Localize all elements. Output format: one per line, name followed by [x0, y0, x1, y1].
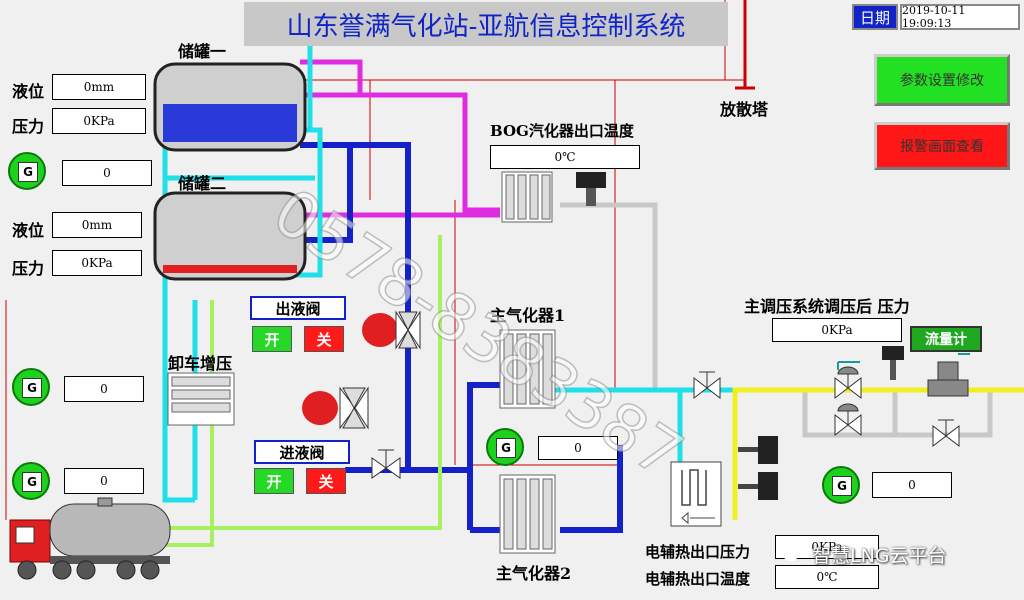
- inlet-motor-valve: [302, 386, 369, 430]
- outlet-valve-open-button[interactable]: 开: [252, 326, 292, 352]
- manual-valve-icon: [371, 449, 401, 479]
- heater-pressure-display: 0KPa: [775, 535, 879, 559]
- tank2-pressure-label: 压力: [12, 259, 45, 278]
- regulator-pressure-label: 主调压系统调压后 压力: [744, 297, 910, 316]
- heater-temp-label: 电辅热出口温度: [645, 570, 751, 588]
- tank1-pressure-label: 压力: [12, 117, 45, 136]
- storage-tank-2: [153, 191, 307, 281]
- tank2-level-display: 0mm: [52, 212, 142, 238]
- pressure-transmitter-icon: [882, 346, 904, 380]
- main-vaporizer-2: [499, 474, 556, 554]
- manual-valve-icon: [932, 419, 960, 448]
- unload-booster: [167, 372, 235, 426]
- datetime-display: 2019-10-11 19:09:13: [900, 4, 1020, 30]
- gas-detector-icon: G: [8, 152, 46, 190]
- inlet-valve-close-button[interactable]: 关: [306, 468, 346, 494]
- outlet-valve-close-button[interactable]: 关: [304, 326, 344, 352]
- tank1-level-label: 液位: [12, 82, 45, 101]
- alarm-view-button[interactable]: 报警画面查看: [874, 122, 1010, 170]
- storage-tank-1: [153, 62, 307, 152]
- param-settings-button[interactable]: 参数设置修改: [874, 54, 1010, 106]
- heater-temp-display: 0℃: [775, 565, 879, 589]
- regulator-valve-icon: [834, 361, 862, 400]
- regulator-valve-icon: [834, 403, 862, 437]
- wechat-logo-icon: ●: [782, 540, 800, 564]
- truck-gas-display: 0: [64, 468, 144, 494]
- manual-valve-icon: [693, 371, 721, 400]
- tank1-pressure-display: 0KPa: [52, 108, 146, 134]
- bog-vaporizer: [501, 171, 553, 223]
- tank1-name: 储罐一: [178, 42, 227, 61]
- downstream-gas-display: 0: [872, 472, 952, 498]
- unload-booster-label: 卸车增压: [168, 354, 233, 373]
- electric-heater: [670, 461, 722, 527]
- main-vaporizer-2-label: 主气化器2: [496, 564, 572, 583]
- tank2-name: 储罐二: [178, 174, 227, 193]
- unload-gas-display: 0: [64, 376, 144, 402]
- page-title: 山东誉满气化站-亚航信息控制系统: [244, 2, 728, 46]
- outlet-motor-valve: [362, 310, 421, 350]
- inlet-valve-open-button[interactable]: 开: [254, 468, 294, 494]
- main-vaporizer-gas-display: 0: [538, 436, 618, 460]
- gas-detector-icon: G: [486, 428, 524, 466]
- temperature-sensor-icon: [576, 172, 606, 206]
- bog-temp-display: 0℃: [490, 145, 640, 169]
- tank2-level-label: 液位: [12, 221, 45, 240]
- gas-detector-icon: G: [822, 466, 860, 504]
- tank1-level-display: 0mm: [52, 74, 146, 100]
- gas-detector-icon: G: [12, 462, 50, 500]
- wechat-watermark: 智慧LNG云平台: [812, 545, 947, 567]
- heater-pressure-label: 电辅热出口压力: [645, 543, 751, 561]
- tanker-truck-icon: [9, 497, 171, 580]
- gas-detector-icon: G: [12, 368, 50, 406]
- flowmeter-icon: [927, 353, 970, 397]
- heater-sensor-icon: [738, 436, 778, 500]
- tank2-pressure-display: 0KPa: [52, 250, 142, 276]
- flowmeter-label: 流量计: [910, 326, 982, 352]
- outlet-valve-label: 出液阀: [250, 296, 346, 320]
- tank1-gas-display: 0: [62, 160, 152, 186]
- date-label: 日期: [852, 4, 898, 30]
- main-vaporizer-1-label: 主气化器1: [490, 306, 566, 325]
- regulator-pressure-display: 0KPa: [772, 318, 902, 342]
- vent-tower-label: 放散塔: [720, 100, 769, 119]
- main-vaporizer-1: [499, 329, 556, 409]
- bog-temp-label: BOG汽化器出口温度: [490, 122, 634, 140]
- inlet-valve-label: 进液阀: [254, 440, 350, 464]
